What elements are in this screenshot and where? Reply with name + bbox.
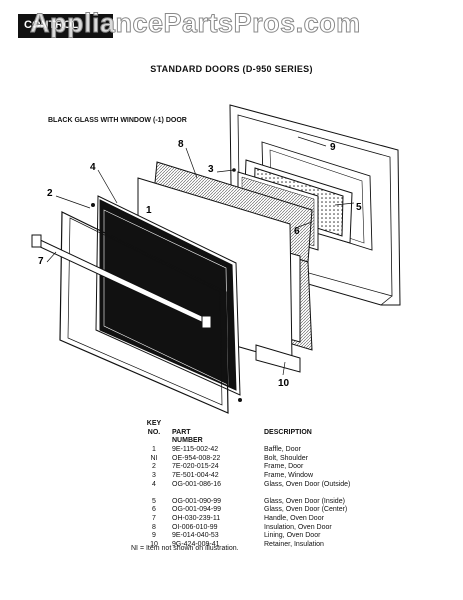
key-row-number: 5 (152, 497, 156, 505)
callout-8: 8 (178, 139, 184, 150)
callout-3: 3 (208, 164, 214, 175)
key-row: 7 OH-030-239-11 Handle, Oven Door (144, 515, 444, 524)
key-row-description: Glass, Oven Door (Outside) (264, 480, 351, 488)
key-row-description: Insulation, Oven Door (264, 523, 332, 531)
key-row-number: 1 (152, 446, 156, 453)
handle-part (31, 234, 212, 329)
callout-7: 7 (38, 256, 44, 267)
key-row-part-number: OH-030-239-11 (172, 514, 221, 522)
callout-4: 4 (90, 162, 96, 173)
key-row-part-number: 7E-020-015-24 (172, 463, 219, 471)
key-row: 4 OG-001-086-16 Glass, Oven Door (Outside) (144, 481, 444, 490)
key-row-description: Bolt, Shoulder (264, 454, 308, 462)
callout-9: 9 (330, 142, 336, 153)
callout-leaders (46, 136, 355, 376)
diagram-subtitle: BLACK GLASS WITH WINDOW (-1) DOOR (48, 117, 187, 124)
section-tag-label: CONTROL (24, 19, 79, 31)
key-row-number: 4 (152, 480, 156, 488)
key-row-number: 6 (152, 506, 156, 514)
key-row: 1 9E-115-002-42 Baffle, Door (144, 446, 444, 455)
key-row-description: Baffle, Door (264, 446, 301, 453)
key-row-part-number: 9E-014-040-53 (172, 532, 219, 540)
key-row-part-number: OE-954-008-22 (172, 454, 221, 462)
key-row-part-number: OG-001-086-16 (172, 480, 222, 488)
footnote: NI = Item not shown on illustration. (131, 545, 239, 552)
callout-6: 6 (294, 226, 300, 237)
section-tag: CONTROL (18, 14, 113, 38)
key-row-part-number: 7E-501-004-42 (172, 472, 219, 480)
key-row-description: Frame, Window (264, 472, 314, 480)
key-row-number: 10 (150, 541, 158, 548)
key-row-part-number: 9E-115-002-42 (172, 446, 219, 453)
key-row: 5 OG-001-090-99 Glass, Oven Door (Inside) (144, 498, 444, 507)
diagram-title: STANDARD DOORS (D-950 SERIES) (150, 64, 313, 74)
key-title: KEY (146, 420, 162, 427)
key-row-part-number: 9G-424-009-41 (172, 541, 220, 548)
key-row-part-number: OI-006-010-99 (172, 523, 218, 531)
key-row: 3 7E-501-004-42 Frame, Window (144, 472, 444, 481)
key-row-description: Handle, Oven Door (264, 514, 324, 522)
key-row-description: Frame, Door (264, 463, 304, 471)
watermark: AppliancePartsPros.com (30, 8, 361, 39)
key-row-description: Lining, Oven Door (264, 532, 321, 540)
key-row-number: 2 (152, 463, 156, 471)
key-row-description: Glass, Oven Door (Inside) (264, 497, 345, 505)
key-row: NI OE-954-008-22 Bolt, Shoulder (144, 455, 444, 464)
key-col-no: NO. (147, 428, 161, 436)
callout-numbers: 9 8 3 4 5 6 1 2 7 10 (38, 139, 362, 389)
callout-5: 5 (356, 202, 362, 213)
callout-1: 1 (146, 205, 152, 216)
key-row-part-number: OG-001-090-99 (172, 497, 222, 505)
callout-2: 2 (47, 188, 53, 199)
retainer-part (255, 344, 301, 373)
key-row: 8 OI-006-010-99 Insulation, Oven Door (144, 524, 444, 533)
key-row-number: 3 (152, 472, 156, 480)
key-row-part-number: OG-001-094-99 (172, 506, 222, 514)
key-row: 6 OG-001-094-99 Glass, Oven Door (Center) (144, 506, 444, 515)
key-row: 2 7E-020-015-24 Frame, Door (144, 463, 444, 472)
key-col-part: PART NUMBER (172, 428, 203, 445)
key-col-desc: DESCRIPTION (264, 428, 312, 436)
key-row-description: Retainer, Insulation (264, 541, 324, 548)
key-row: 9 9E-014-040-53 Lining, Oven Door (144, 532, 444, 541)
callout-10: 10 (278, 378, 290, 389)
key-row-description: Glass, Oven Door (Center) (264, 506, 348, 514)
key-row-number: 8 (152, 523, 156, 531)
key-row-number: NI (150, 454, 158, 462)
door-frame-part (59, 211, 229, 414)
key-row-number: 9 (152, 532, 156, 540)
key-row-number: 7 (152, 514, 156, 522)
key-row: 10 9G-424-009-41 Retainer, Insulation (144, 541, 444, 550)
